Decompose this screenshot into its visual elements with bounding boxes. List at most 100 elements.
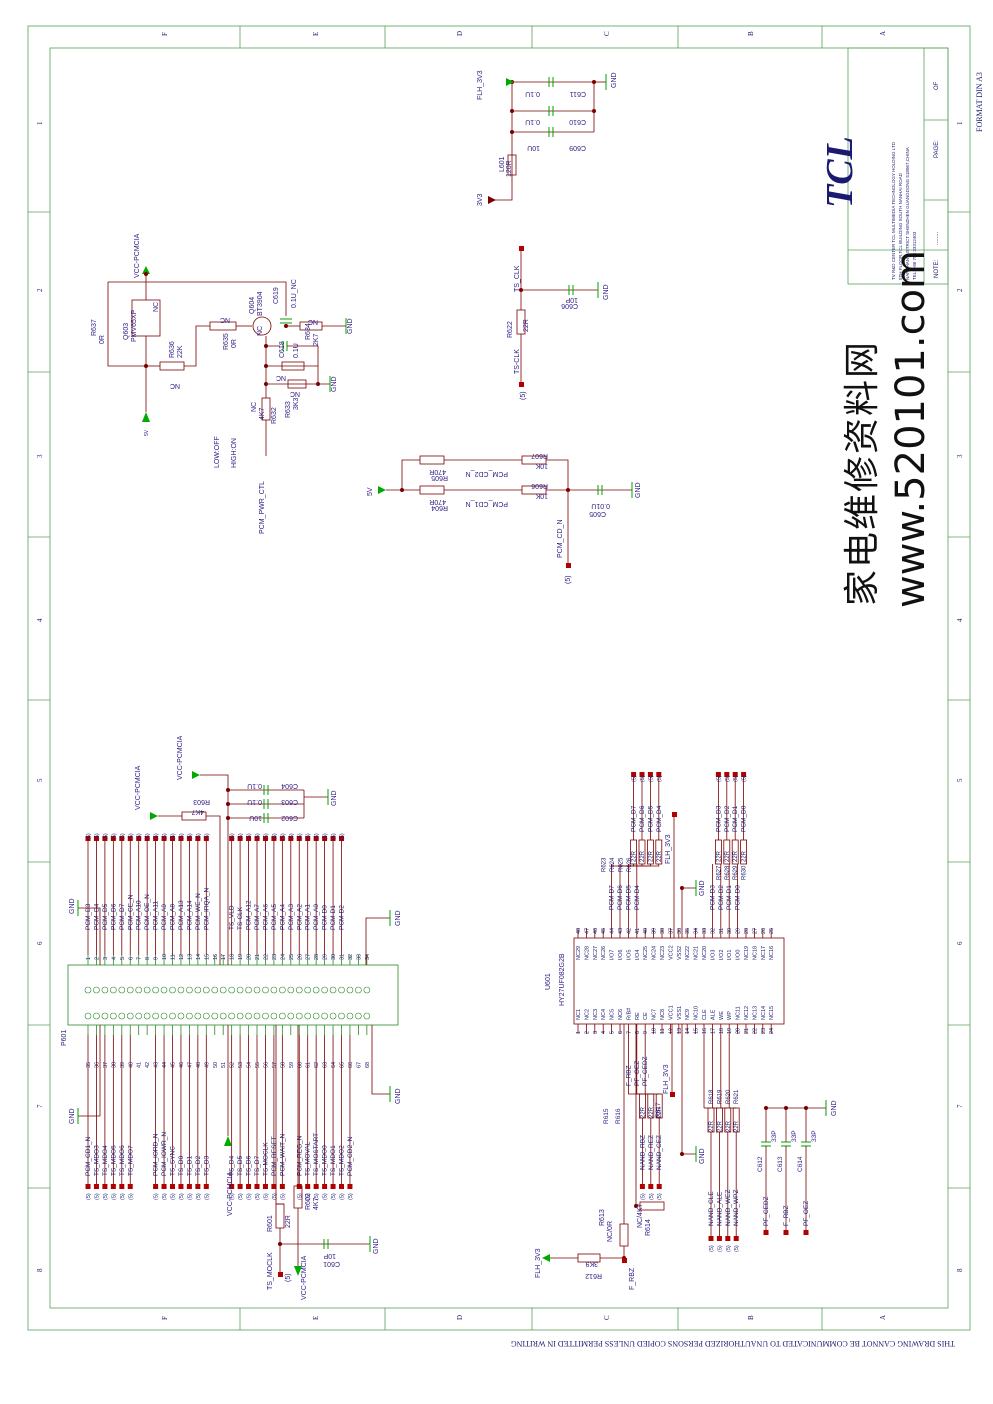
pcmcia-pin-31: 31 bbox=[340, 954, 346, 960]
pcmcia-sheet-top-22: (5) bbox=[263, 833, 269, 840]
pcmcia-pin-45: 45 bbox=[171, 1062, 177, 1068]
nand-ctl-out-nand_rbz: NAND_RBZ bbox=[639, 1135, 646, 1170]
r602-ref: R602 bbox=[305, 1193, 312, 1210]
pcmcia-sheet-bot-52: (5) bbox=[230, 1193, 236, 1200]
tcl-logo: TCL bbox=[819, 136, 861, 208]
c610-val: 0.1U bbox=[525, 118, 540, 125]
nand-pin-name-14: NC9 bbox=[685, 1009, 691, 1020]
nand-sheet-lo-0: (5) bbox=[716, 775, 722, 782]
nand-pin-20: 20 bbox=[736, 1028, 742, 1034]
pcmcia-sheet-top-13: (5) bbox=[187, 833, 193, 840]
pcmcia-sheet-top-2: (5) bbox=[94, 833, 100, 840]
pcmcia-sheet-bot-60: (5) bbox=[297, 1193, 303, 1200]
pcmcia-sheet-top-14: (5) bbox=[196, 833, 202, 840]
pcmcia-net-pcm-d0: PCM-D0 bbox=[322, 905, 329, 930]
r607-val: 10K bbox=[535, 462, 548, 469]
nand-pin-name-28: NC19 bbox=[744, 946, 750, 960]
r612-ref: R612 bbox=[585, 1272, 602, 1279]
pcmcia-pin-59: 59 bbox=[289, 1062, 295, 1068]
nand-pin-3: 3 bbox=[593, 1031, 599, 1034]
nand-pin-name-3: NC3 bbox=[593, 1009, 599, 1020]
pcmcia-net-ts_d6: TS_D6 bbox=[246, 1155, 253, 1176]
nand-pin-12: 12 bbox=[668, 1028, 674, 1034]
r632-val: 4K7 bbox=[259, 407, 266, 420]
pcmcia-net-pcm_a2: PCM_A2 bbox=[296, 904, 303, 930]
cd-sheet: (5) bbox=[565, 575, 572, 584]
r606-ref: R606 bbox=[531, 482, 548, 489]
c601-val: 10P bbox=[323, 1252, 336, 1259]
flh-net-label: FLH_3V3 bbox=[477, 70, 484, 100]
pcmcia-pin-28: 28 bbox=[314, 954, 320, 960]
pcmcia-net-pcm_a5: PCM_A5 bbox=[271, 904, 278, 930]
pcm-gnd-top-right: GND bbox=[395, 910, 402, 926]
nand-net-pcm-d4: PCM-D4 bbox=[634, 885, 641, 910]
pwr-gnd-2: GND bbox=[331, 376, 338, 392]
nand-cle-out-nand_cle: NAND_CLE bbox=[708, 1191, 715, 1226]
nand-pin-name-37: VCC2 bbox=[668, 945, 674, 960]
pcmcia-pin-64: 64 bbox=[331, 1062, 337, 1068]
r606-val: 10K bbox=[535, 492, 548, 499]
cap-val-c613: 33P bbox=[791, 1130, 798, 1142]
nand-cle-sheet-3: (5) bbox=[734, 1245, 740, 1252]
vcc-pcmcia-label: VCC-PCMCIA bbox=[134, 233, 141, 278]
pcmcia-pin-9: 9 bbox=[154, 957, 160, 960]
pcmcia-net-pcm_a4: PCM_A4 bbox=[279, 904, 286, 930]
nand-res-val-lo-2: 22R bbox=[733, 850, 739, 862]
nand-pin-2: 2 bbox=[584, 1031, 590, 1034]
nand-sheet-hi-2: (5) bbox=[648, 775, 654, 782]
nand-ctl-sheet-2: (5) bbox=[657, 1193, 663, 1200]
nand-pin-10: 10 bbox=[652, 1028, 658, 1034]
nand-ctl-sheet-1: (5) bbox=[649, 1193, 655, 1200]
5v-label: 5V bbox=[144, 429, 150, 436]
nand-pin-21: 21 bbox=[744, 1028, 750, 1034]
pcmcia-sheet-top-4: (5) bbox=[111, 833, 117, 840]
pcmcia-pin-60: 60 bbox=[297, 1062, 303, 1068]
address-line-3: NANSHAN DISTRICT SHENZHEN GUANGDONG 5180… bbox=[905, 147, 910, 280]
pcmcia-sheet-bot-36: (5) bbox=[94, 1193, 100, 1200]
nand-pin-name-47: NC28 bbox=[584, 946, 590, 960]
nand-net-pcm-d3: PCM-D3 bbox=[709, 885, 716, 910]
pcmcia-sheet-top-11: (5) bbox=[171, 833, 177, 840]
nand-out-pcm_d5: PCM_D5 bbox=[647, 805, 654, 832]
nand-ctl-res-val-0: 22R bbox=[640, 1106, 646, 1118]
r613-ref: R613 bbox=[599, 1209, 606, 1226]
pcmcia-pin-39: 39 bbox=[120, 1062, 126, 1068]
nand-pin-name-34: NC21 bbox=[694, 946, 700, 960]
nand-cle-out-nand_wez: NAND_WEZ bbox=[725, 1189, 732, 1226]
pcmcia-pin-6: 6 bbox=[128, 957, 134, 960]
pcmcia-pin-40: 40 bbox=[128, 1062, 134, 1068]
pcmcia-net-ts_d2: TS_D2 bbox=[195, 1155, 202, 1176]
pcmcia-pin-23: 23 bbox=[272, 954, 278, 960]
nand-net-pcm-d1: PCM-D1 bbox=[726, 885, 733, 910]
pcmcia-sheet-top-9: (5) bbox=[154, 833, 160, 840]
nand-pin-name-42: I/O5 bbox=[626, 950, 632, 960]
nand-pin-31: 31 bbox=[719, 928, 725, 934]
c618-nc: NC bbox=[276, 374, 286, 381]
pcm-gnd-bot-left: GND bbox=[69, 1108, 76, 1124]
pcmcia-sheet-top-8: (5) bbox=[145, 833, 151, 840]
nand-pin-14: 14 bbox=[685, 1028, 691, 1034]
pcmcia-sheet-bot-49: (5) bbox=[204, 1193, 210, 1200]
pcmcia-net-ts_mdo3: TS_MDO3 bbox=[93, 1145, 100, 1176]
c601-ref: C601 bbox=[323, 1260, 340, 1267]
col-label-bottom-C: C bbox=[603, 1315, 611, 1320]
nand-pin-38: 38 bbox=[660, 928, 666, 934]
r612-flh: FLH_3V3 bbox=[535, 1248, 542, 1278]
pcmcia-sheet-bot-58: (5) bbox=[280, 1193, 286, 1200]
pcmcia-sheet-bot-63: (5) bbox=[323, 1193, 329, 1200]
pcmcia-pin-57: 57 bbox=[272, 1062, 278, 1068]
pcmcia-pin-26: 26 bbox=[297, 954, 303, 960]
r635-nc: NC bbox=[220, 316, 230, 323]
pcmcia-net-ts-moclk: TS-MOCLK bbox=[262, 1142, 269, 1176]
watermark-chinese: 家电维修资料网 bbox=[842, 340, 883, 606]
pcmcia-net-pcm_irqa_n: PCM_IRQA_N bbox=[203, 887, 210, 930]
pcmcia-pin-48: 48 bbox=[196, 1062, 202, 1068]
nand-sheet-hi-3: (5) bbox=[657, 775, 663, 782]
l601-val: 120R bbox=[506, 160, 513, 177]
col-label-bottom-D: D bbox=[456, 1315, 464, 1320]
nand-sheet-lo-3: (5) bbox=[742, 775, 748, 782]
pcmcia-sheet-bot-53: (5) bbox=[238, 1193, 244, 1200]
q603-nc: NC bbox=[153, 302, 160, 312]
pcmcia-sheet-bot-57: (5) bbox=[272, 1193, 278, 1200]
nand-net-pcm-d6: PCM-D6 bbox=[617, 885, 624, 910]
